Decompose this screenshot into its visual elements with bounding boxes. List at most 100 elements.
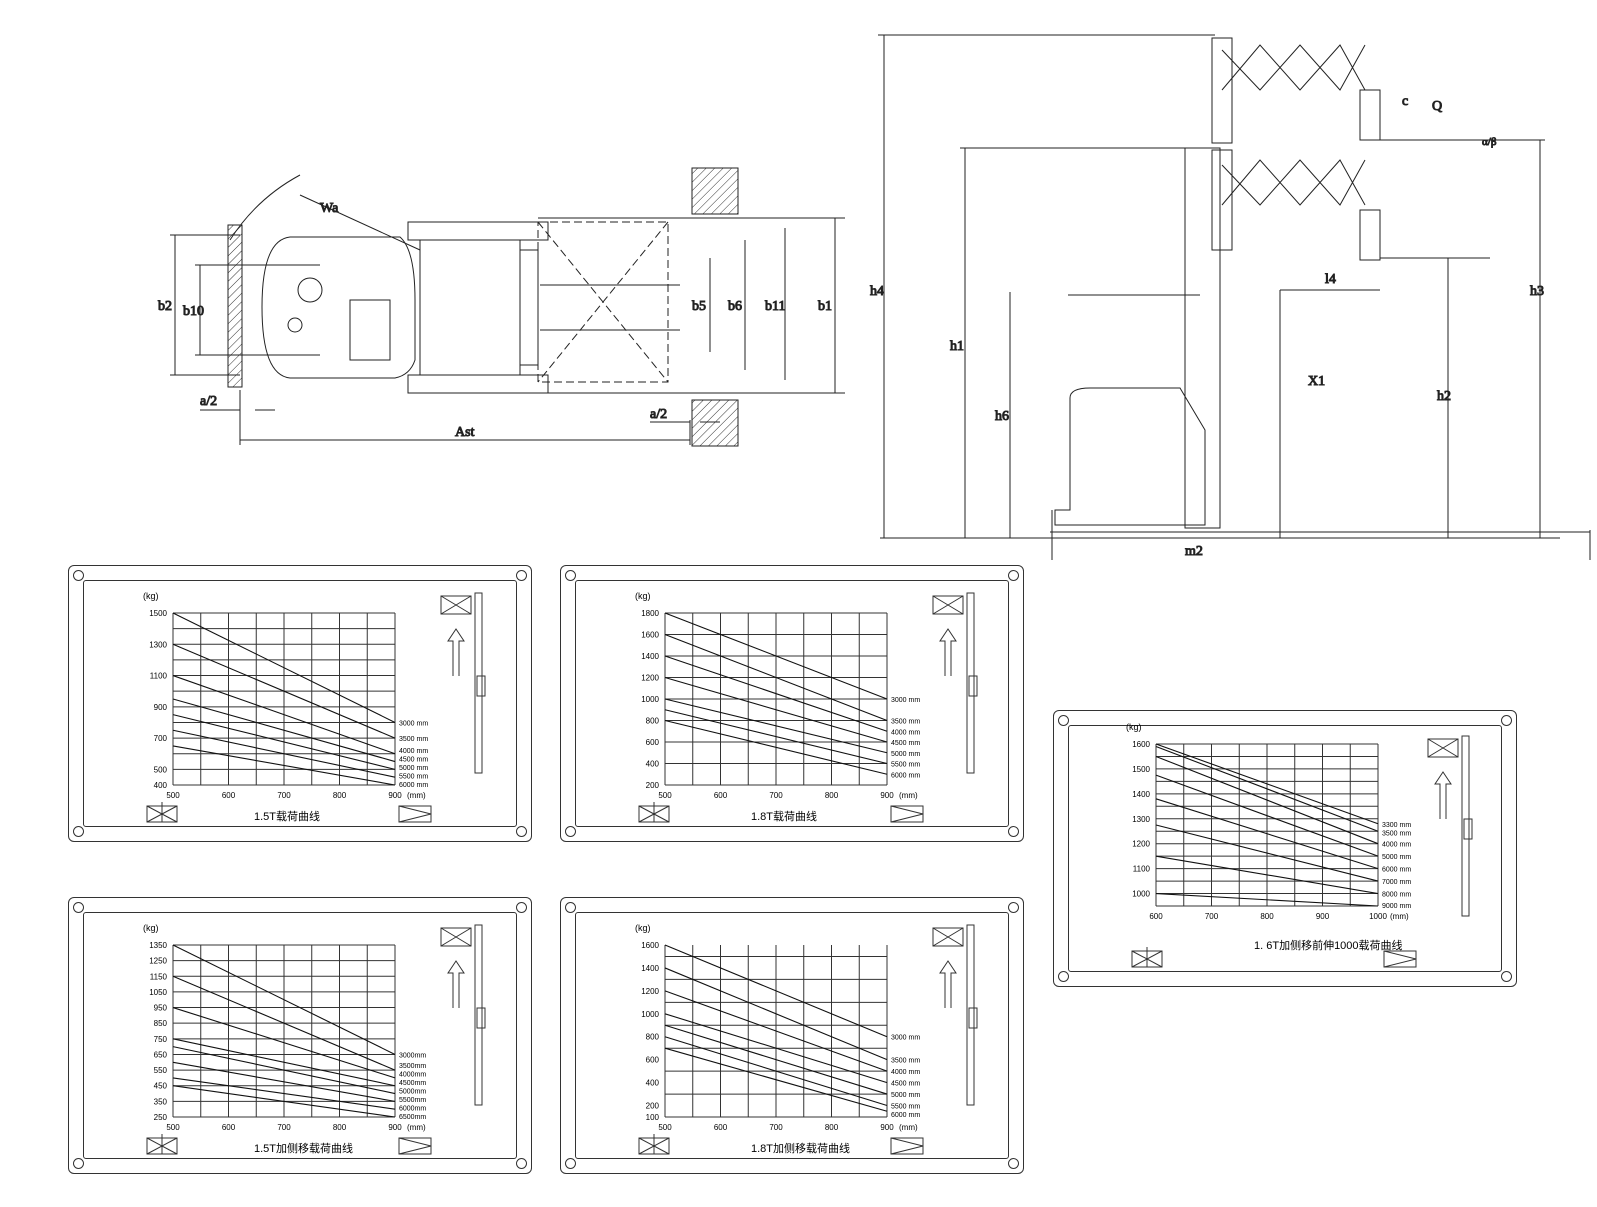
carriage-icon [1463, 818, 1473, 840]
dim-tilt-angle: α/β [1482, 136, 1497, 148]
forklift-front-detail-icon [146, 1134, 178, 1155]
series-line [664, 967, 888, 1061]
x-tick-label: 900 [880, 1123, 894, 1132]
series-label: 5000 mm [891, 751, 920, 758]
forklift-side-icon [890, 805, 924, 823]
load-box-icon [440, 927, 472, 947]
series-label: 6000 mm [891, 772, 920, 779]
y-tick-label: 1800 [641, 609, 659, 618]
series-line [172, 698, 396, 763]
y-tick-label: 450 [154, 1082, 168, 1091]
series-line [172, 975, 396, 1071]
dim-h2: h2 [1437, 389, 1451, 404]
dim-b6: b6 [728, 299, 742, 314]
forklift-side-detail-icon [398, 1137, 432, 1155]
y-tick-label: 500 [154, 765, 168, 774]
y-tick-label: 1300 [149, 640, 167, 649]
chart-title: 1.5T载荷曲线 [254, 809, 320, 823]
x-tick-label: 800 [1260, 912, 1274, 921]
mount-hole-icon [73, 826, 84, 837]
dim-q: Q [1432, 99, 1442, 114]
y-tick-label: 800 [646, 1033, 660, 1042]
x-axis-label: (mm) [899, 1123, 918, 1132]
mast-icon [1461, 735, 1470, 917]
series-label: 8000 mm [1382, 892, 1411, 899]
y-tick-label: 600 [646, 738, 660, 747]
series-line [172, 1038, 396, 1087]
y-tick-label: 1200 [641, 674, 659, 683]
chart-title: 1.5T加侧移载荷曲线 [254, 1141, 353, 1155]
panel-frame [83, 580, 517, 827]
y-tick-label: 400 [646, 760, 660, 769]
series-label: 6000mm [399, 1106, 426, 1113]
y-tick-label: 350 [154, 1097, 168, 1106]
load-box-cross-icon [440, 595, 472, 615]
mount-hole-icon [1008, 902, 1019, 913]
x-tick-label: 600 [714, 1123, 728, 1132]
x-tick-label: 500 [658, 791, 672, 800]
forklift-side-detail-icon [890, 805, 924, 823]
dim-c: c [1402, 94, 1408, 109]
x-tick-label: 800 [825, 1123, 839, 1132]
dim-a2-right: a/2 [650, 407, 667, 422]
series-label: 6000 mm [399, 782, 428, 789]
series-label: 5500mm [399, 1097, 426, 1104]
series-line [172, 1085, 396, 1118]
series-label: 5500 mm [891, 762, 920, 769]
y-tick-label: 1600 [641, 941, 659, 950]
forklift-side-icon [890, 1137, 924, 1155]
x-tick-label: 500 [166, 791, 180, 800]
load-box-icon [932, 595, 964, 615]
y-tick-label: 1500 [1132, 765, 1150, 774]
series-line [1155, 774, 1379, 857]
x-tick-label: 600 [714, 791, 728, 800]
series-line [172, 714, 396, 770]
series-line [664, 719, 888, 775]
series-line [664, 709, 888, 765]
y-tick-label: 200 [646, 781, 660, 790]
x-tick-label: 600 [1149, 912, 1163, 921]
series-label: 4500 mm [891, 740, 920, 747]
direction-arrow-icon [939, 960, 957, 1008]
y-tick-label: 1400 [1132, 790, 1150, 799]
x-axis-label: (mm) [899, 791, 918, 800]
load-chart: (kg)250350450550650750850950105011501250… [143, 923, 486, 1155]
series-label: 3500 mm [891, 719, 920, 726]
panel-frame [575, 580, 1009, 827]
y-tick-label: 750 [154, 1035, 168, 1044]
mount-hole-icon [73, 902, 84, 913]
forklift-front-detail-icon [638, 802, 670, 823]
dim-m2: m2 [1185, 544, 1203, 559]
series-label: 3500 mm [1382, 830, 1411, 837]
y-tick-label: 1100 [1133, 865, 1151, 874]
dim-h3: h3 [1530, 284, 1544, 299]
y-tick-label: 550 [154, 1066, 168, 1075]
load-box-icon [440, 595, 472, 615]
y-axis-label: (kg) [635, 923, 651, 933]
mount-hole-icon [1501, 971, 1512, 982]
x-tick-label: 600 [222, 791, 236, 800]
dim-b2: b2 [158, 299, 172, 314]
series-label: 4500mm [399, 1080, 426, 1087]
y-tick-label: 1250 [149, 957, 167, 966]
y-tick-label: 1300 [1132, 815, 1150, 824]
series-line [1155, 855, 1379, 895]
series-label: 4000 mm [399, 748, 428, 755]
mount-hole-icon [516, 1158, 527, 1169]
direction-arrow-icon [447, 628, 465, 676]
series-line [172, 643, 396, 739]
carriage-icon [968, 1007, 978, 1029]
dim-b1: b1 [818, 299, 832, 314]
series-line [1155, 824, 1379, 882]
mount-hole-icon [565, 1158, 576, 1169]
series-line [664, 1036, 888, 1107]
y-tick-label: 1400 [641, 964, 659, 973]
series-line [1155, 745, 1379, 832]
x-tick-label: 500 [658, 1123, 672, 1132]
series-label: 7000 mm [1382, 879, 1411, 886]
series-line [172, 612, 396, 723]
y-tick-label: 800 [646, 717, 660, 726]
